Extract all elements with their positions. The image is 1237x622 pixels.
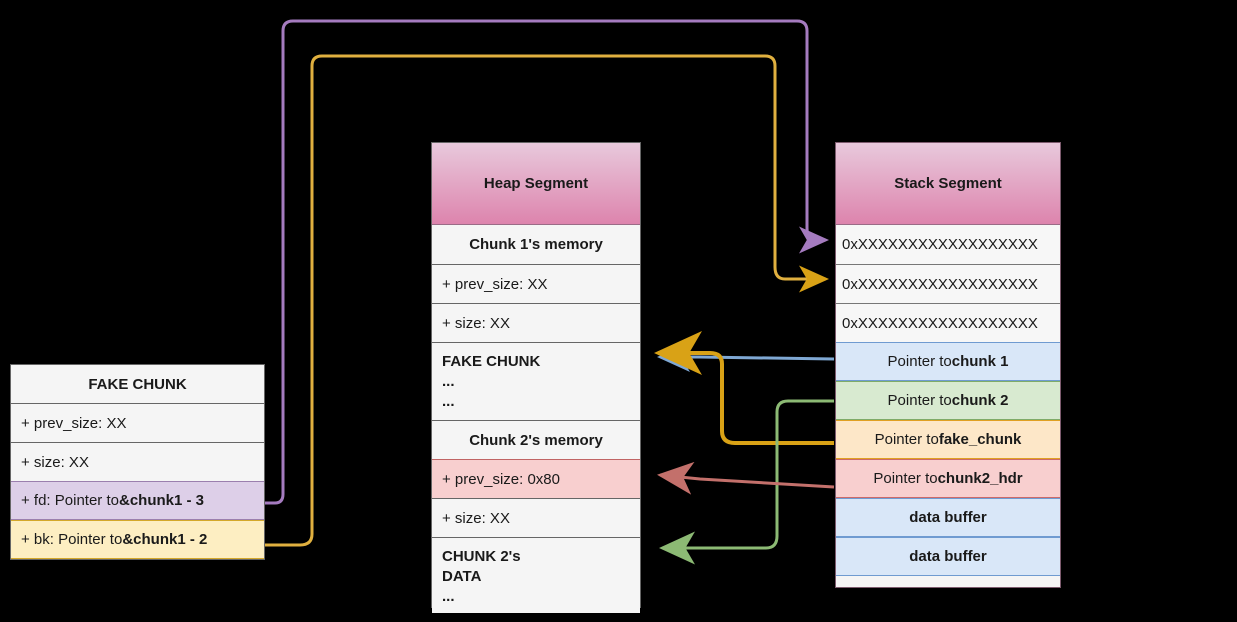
- heap-row-chunk1-size: + size: XX: [432, 303, 640, 342]
- fake-chunk-prev-size-text: + prev_size: XX: [21, 414, 127, 432]
- fake-chunk-bk-target: &chunk1 - 2: [122, 531, 208, 548]
- stack-segment-title: Stack Segment: [836, 143, 1060, 225]
- stack-segment-box: Stack Segment 0xXXXXXXXXXXXXXXXXXX 0xXXX…: [835, 142, 1061, 588]
- fake-chunk-row-size: + size: XX: [11, 442, 264, 481]
- heap-row-chunk1-prev-size: + prev_size: XX: [432, 264, 640, 303]
- wire-chunk2hdr-ptr-to-prevsize: [657, 461, 835, 495]
- stack-ptr-fakechunk-prefix: Pointer to: [874, 431, 939, 448]
- stack-ptr-chunk2hdr-target: chunk2_hdr: [937, 470, 1023, 487]
- stack-row-pointer-chunk1: Pointer to chunk 1: [836, 342, 1060, 381]
- stack-ptr-fakechunk-target: fake_chunk: [938, 431, 1022, 448]
- heap-segment-box: Heap Segment Chunk 1's memory + prev_siz…: [431, 142, 641, 613]
- fake-chunk-fd-prefix: + fd: Pointer to: [21, 492, 119, 509]
- heap-row-chunk1-memory: Chunk 1's memory: [432, 225, 640, 264]
- heap-row-chunk2-size: + size: XX: [432, 498, 640, 537]
- stack-ptr-chunk2-target: chunk 2: [951, 392, 1009, 409]
- fake-chunk-box: FAKE CHUNK + prev_size: XX + size: XX + …: [10, 364, 265, 560]
- stack-ptr-chunk2-prefix: Pointer to: [887, 392, 952, 409]
- fake-chunk-title: FAKE CHUNK: [11, 365, 264, 403]
- stack-ptr-chunk2hdr-prefix: Pointer to: [873, 470, 938, 487]
- stack-row-address-1: 0xXXXXXXXXXXXXXXXXXX: [836, 225, 1060, 264]
- stack-row-data-buffer-1: data buffer: [836, 498, 1060, 537]
- wire-chunk1-ptr-to-fake-chunk: [657, 342, 835, 372]
- stack-ptr-chunk1-target: chunk 1: [951, 353, 1009, 370]
- wire-chunk2-ptr-to-chunk2-data: [659, 399, 834, 565]
- heap-segment-title: Heap Segment: [432, 143, 640, 225]
- heap-row-chunk2-prev-size: + prev_size: 0x80: [432, 459, 640, 498]
- fake-chunk-row-prev-size: + prev_size: XX: [11, 403, 264, 442]
- fake-chunk-fd-target: &chunk1 - 3: [118, 492, 205, 509]
- stack-row-pointer-fake-chunk: Pointer to fake_chunk: [836, 420, 1060, 459]
- stack-row-address-3: 0xXXXXXXXXXXXXXXXXXX: [836, 303, 1060, 342]
- wire-fd-to-stack-row1: [265, 19, 829, 505]
- stack-row-address-2: 0xXXXXXXXXXXXXXXXXXX: [836, 264, 1060, 303]
- stack-row-data-buffer-2: data buffer: [836, 537, 1060, 576]
- fake-chunk-size-text: + size: XX: [21, 453, 89, 471]
- stack-row-pointer-chunk2-hdr: Pointer to chunk2_hdr: [836, 459, 1060, 498]
- fake-chunk-row-fd: + fd: Pointer to &chunk1 - 3: [11, 481, 264, 520]
- stack-ptr-chunk1-prefix: Pointer to: [887, 353, 952, 370]
- wire-fakechunk-ptr-to-fake-chunk: [654, 331, 834, 445]
- heap-row-chunk2-memory: Chunk 2's memory: [432, 420, 640, 459]
- wire-bk-to-stack-row2: [265, 54, 829, 547]
- fake-chunk-row-bk: + bk: Pointer to &chunk1 - 2: [11, 520, 264, 559]
- heap-row-fake-chunk: FAKE CHUNK......: [432, 342, 640, 420]
- fake-chunk-bk-prefix: + bk: Pointer to: [21, 531, 123, 548]
- stack-row-pointer-chunk2: Pointer to chunk 2: [836, 381, 1060, 420]
